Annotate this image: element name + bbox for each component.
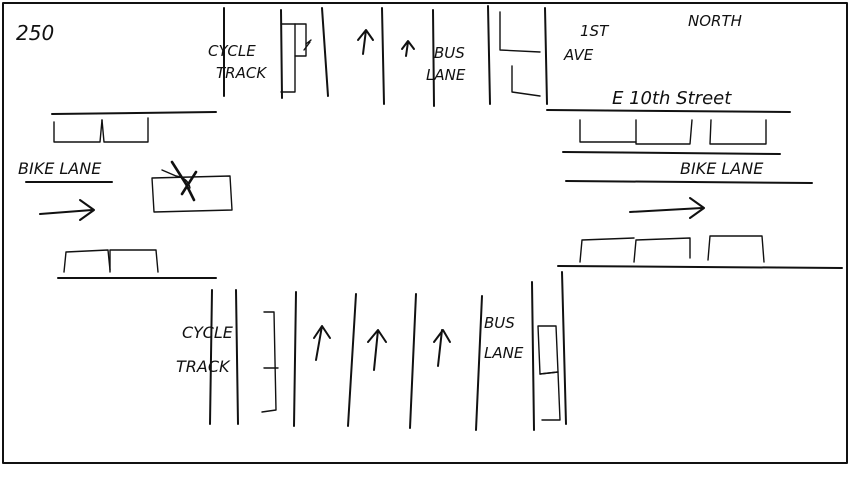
signal-box-west	[151, 175, 233, 213]
north-approach	[223, 5, 548, 107]
bus-lane-label-south: BUS	[484, 314, 515, 332]
right-arrow-icon	[629, 197, 705, 219]
up-arrow-icon	[367, 329, 387, 371]
bus-stop-box-south	[537, 325, 559, 375]
bus-lane-label-north: BUS	[434, 44, 465, 62]
cycle-track-label-north: CYCLE	[208, 42, 256, 60]
cycle-track-label-south-2: TRACK	[176, 357, 231, 376]
bus-lane-label-north-2: LANE	[426, 66, 466, 84]
east-approach	[546, 109, 843, 269]
up-arrow-icon	[433, 329, 451, 367]
up-arrow-icon	[357, 29, 374, 55]
sheet-border	[2, 2, 848, 464]
bus-lane-label-south-2: LANE	[484, 344, 524, 362]
up-arrow-icon	[303, 39, 312, 51]
bus-stop-box-north	[499, 11, 541, 53]
cycle-track-box-north	[280, 23, 296, 93]
south-lane-arrows	[313, 325, 451, 371]
up-arrow-icon	[313, 325, 331, 361]
cycle-track-label-north-2: TRACK	[216, 64, 267, 82]
south-approach	[209, 271, 567, 431]
cycle-track-box-south	[261, 311, 277, 413]
north-lane-arrows	[303, 29, 415, 57]
bike-lane-label-east: BIKE LANE	[680, 159, 764, 178]
cycle-track-label-south: CYCLE	[182, 323, 234, 342]
bike-lane-label-west: BIKE LANE	[18, 159, 102, 178]
north-label: NORTH	[688, 12, 742, 30]
west-approach	[25, 111, 233, 279]
right-arrow-icon	[39, 199, 95, 221]
sheet-number: 250	[16, 21, 54, 45]
removed-signal-icon	[170, 160, 198, 202]
first-ave-label-2: AVE	[563, 46, 594, 64]
first-ave-label: 1ST	[580, 22, 610, 40]
up-arrow-icon	[401, 40, 415, 57]
street-name-label: E 10th Street	[612, 88, 732, 109]
